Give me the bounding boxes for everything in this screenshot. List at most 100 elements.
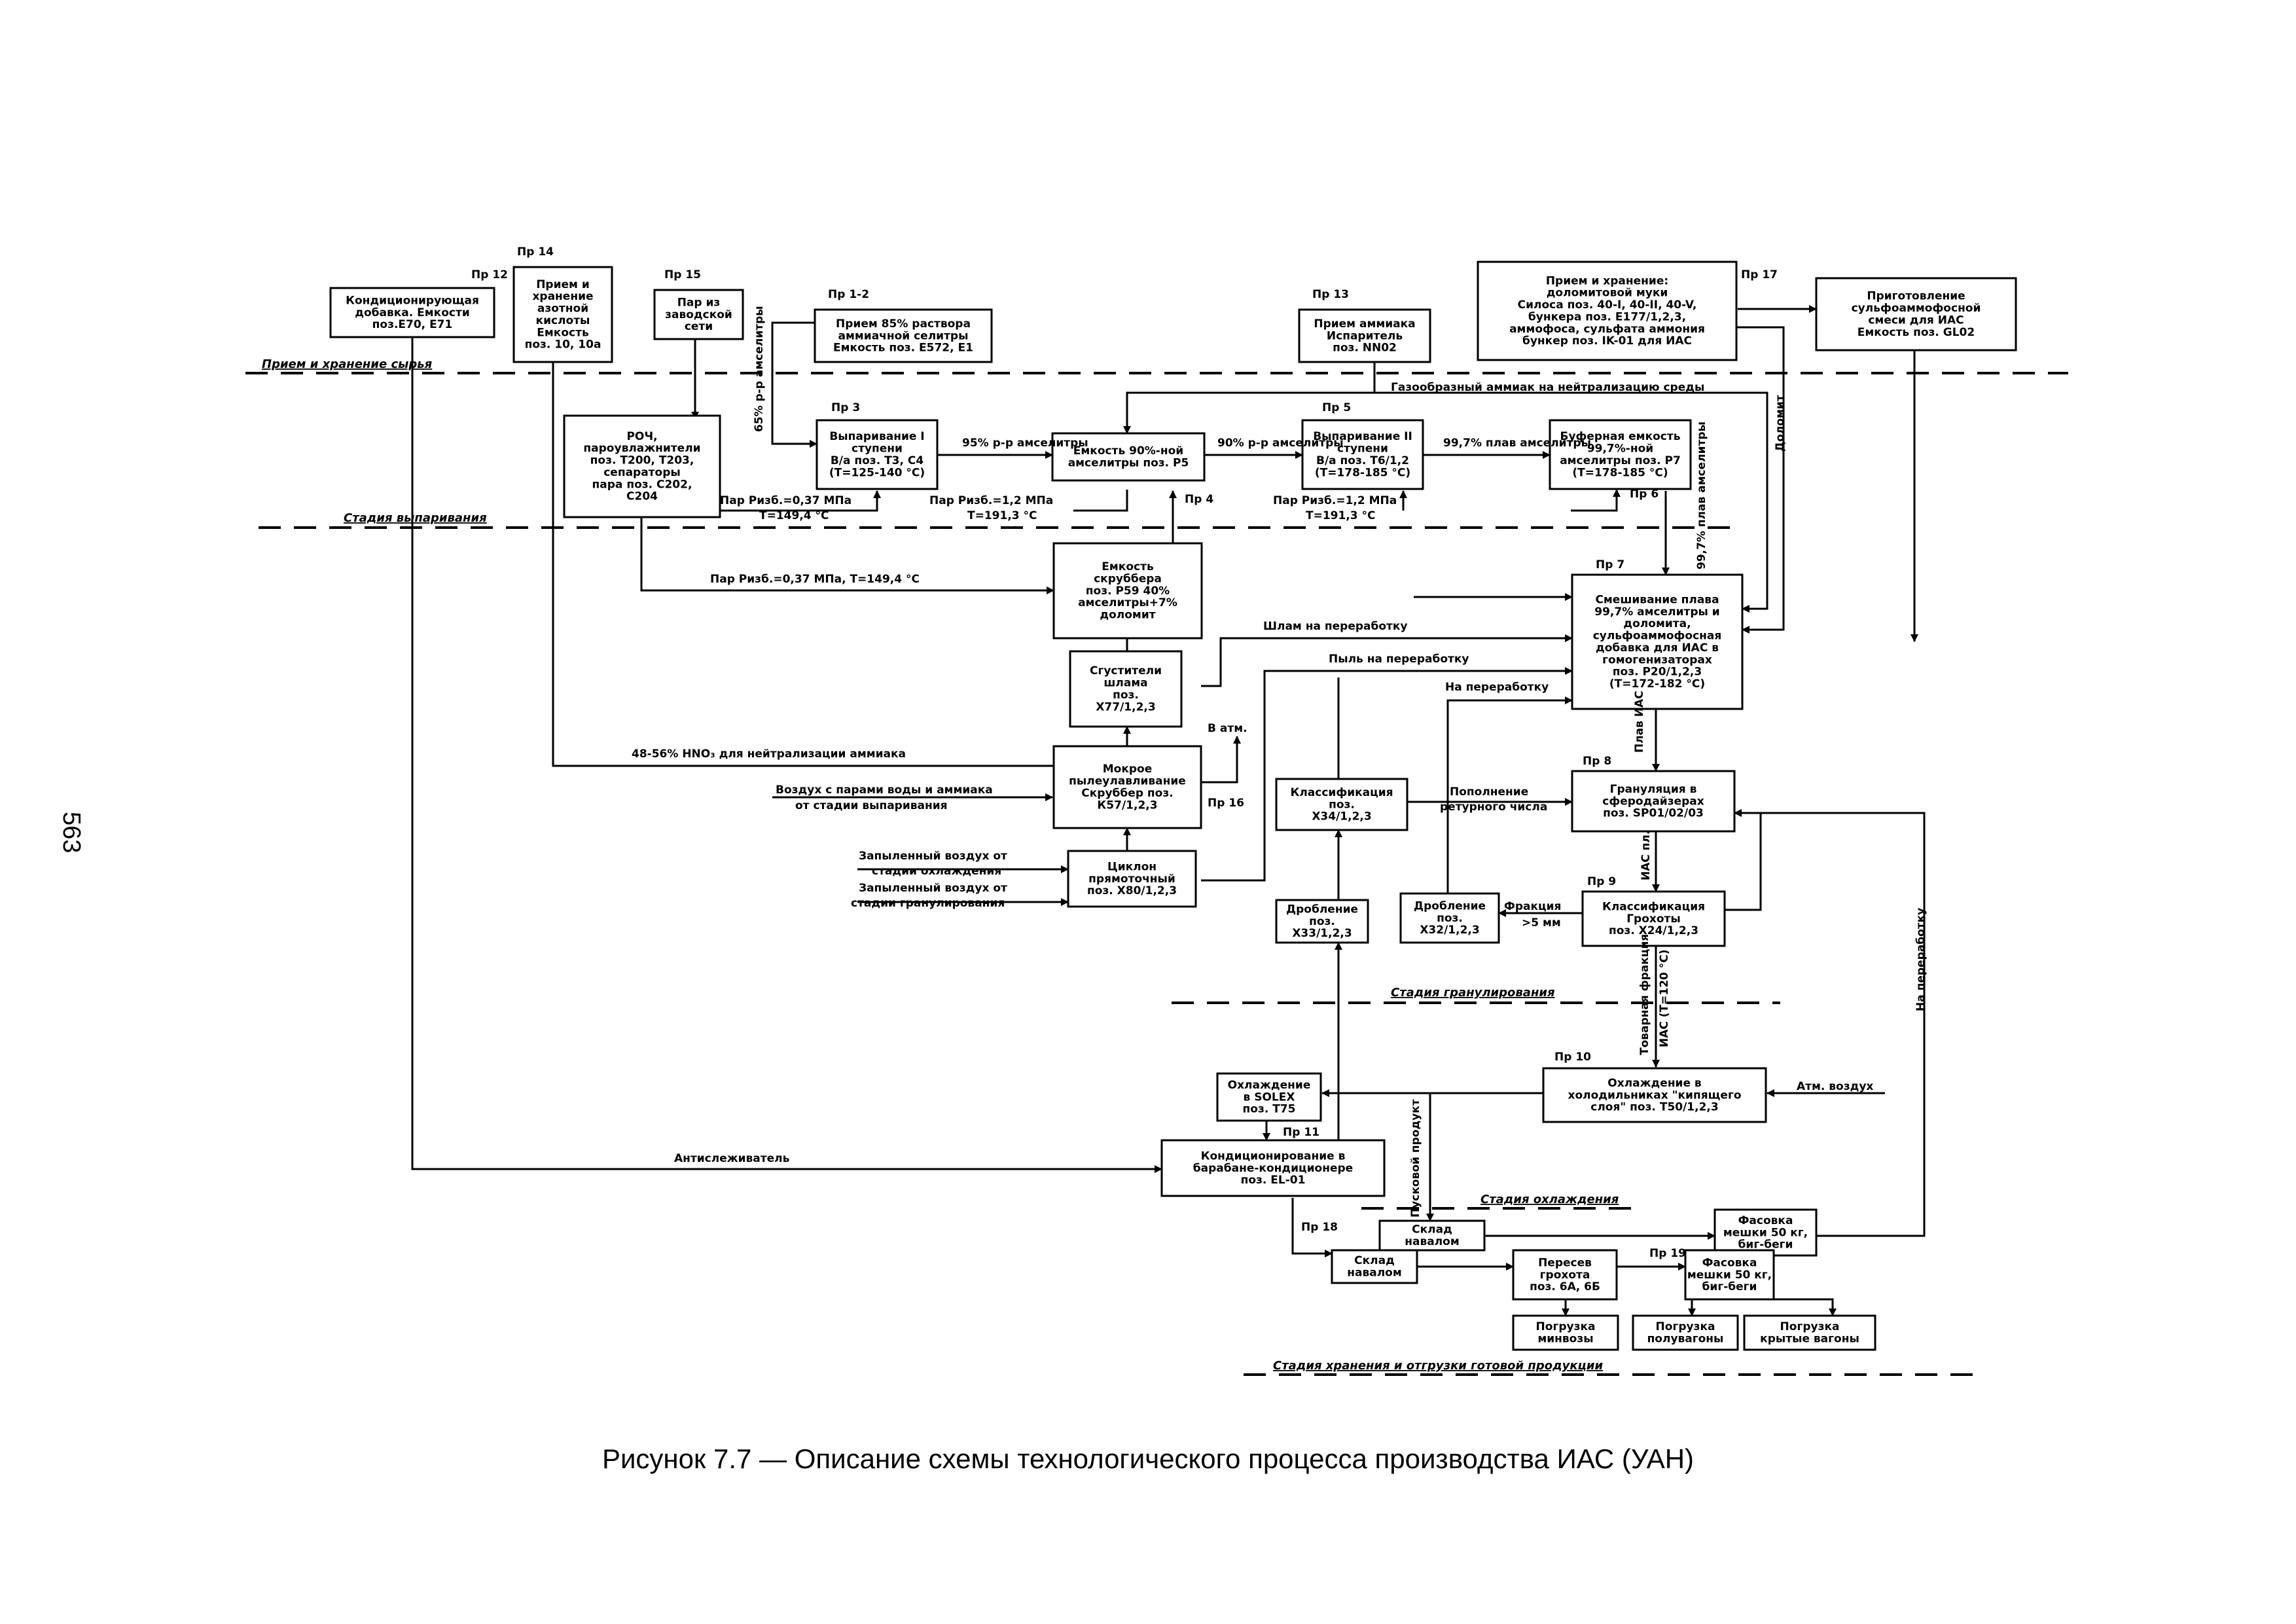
- node-tag: Пр 4: [1185, 493, 1213, 506]
- node-frame: [1275, 899, 1369, 944]
- node-text-line: Прием аммиака: [1314, 317, 1415, 331]
- node-text-line: прямоточный: [1088, 873, 1175, 886]
- node-text-line: Приготовление: [1867, 290, 1965, 303]
- node-frame: [1477, 261, 1738, 361]
- flow-label: Доломит: [1774, 395, 1787, 452]
- node-frame: [1713, 1208, 1818, 1257]
- page-number: 563: [58, 812, 85, 854]
- flow-label: >5 мм: [1522, 916, 1561, 929]
- node-text-line: Классификация: [1290, 786, 1393, 799]
- node-text-line: поз.: [1309, 915, 1335, 928]
- node-frame: [1549, 419, 1692, 490]
- flow-label: Пусковой продукт: [1409, 1099, 1422, 1218]
- node-text-line: Классификация: [1602, 900, 1705, 913]
- flow-label: Запыленный воздух от: [859, 882, 1007, 895]
- node-text-line: поз. 10, 10а: [525, 338, 601, 352]
- node-text-line: поз.: [1437, 912, 1463, 925]
- node-text-line: Кондиционирующая: [346, 294, 479, 307]
- node-text-line: грохота: [1540, 1269, 1590, 1282]
- node-text-line: доломит: [1100, 608, 1155, 621]
- node-text-line: Х34/1,2,3: [1312, 810, 1371, 823]
- node-text-line: Испаритель: [1327, 329, 1403, 342]
- node-text-line: холодильниках "кипящего: [1568, 1089, 1741, 1102]
- node-text-line: крытые вагоны: [1760, 1332, 1859, 1345]
- process-node-n14: Прием ихранениеазотнойкислотыЕмкостьпоз.…: [512, 245, 613, 363]
- flow-label: 90% р-р амселитры: [1217, 437, 1344, 450]
- flow-label: В атм.: [1208, 722, 1247, 735]
- flow-label: ИАС пл.: [1640, 831, 1653, 880]
- figure-caption: Рисунок 7.7 — Описание схемы технологиче…: [601, 1443, 1695, 1474]
- node-frame: [1512, 1314, 1619, 1351]
- node-text-line: азотной: [537, 302, 588, 316]
- flow-label: Пополнение: [1450, 785, 1528, 799]
- node-tag: Пр 10: [1554, 1051, 1591, 1064]
- node-tag: Пр 16: [1208, 797, 1244, 810]
- node-text-line: Х77/1,2,3: [1096, 700, 1155, 713]
- node-frame: [1216, 1072, 1322, 1122]
- node-text-line: амселитры поз. Р7: [1560, 454, 1681, 467]
- node-text-line: (Т=178-185 °С): [1315, 466, 1410, 479]
- node-tag: Пр 18: [1301, 1221, 1338, 1234]
- node-frame: [1581, 890, 1726, 947]
- node-tag: Пр 13: [1312, 288, 1349, 301]
- flow-label: 95% р-р амселитры: [962, 437, 1088, 450]
- node-text-line: Погрузка: [1656, 1320, 1715, 1333]
- node-text-line: поз. Р59 40%: [1086, 585, 1170, 598]
- node-tag: Пр 14: [517, 245, 554, 259]
- node-frame: [1684, 1249, 1775, 1301]
- node-text-line: сферодайзерах: [1602, 795, 1704, 808]
- node-tag: Пр 5: [1322, 401, 1351, 414]
- flow-label: Т=191,3 °С: [1306, 509, 1376, 522]
- node-tag: Пр 11: [1283, 1126, 1319, 1139]
- flow-label: стадии гранулирования: [851, 897, 1005, 910]
- node-text-line: Х33/1,2,3: [1292, 927, 1352, 940]
- node-text-line: барабане-кондиционере: [1193, 1162, 1353, 1175]
- node-text-line: навалом: [1347, 1266, 1401, 1279]
- node-text-line: аммофоса, сульфата аммония: [1509, 323, 1705, 336]
- node-frame: [1399, 892, 1500, 944]
- node-text-line: Склад: [1412, 1223, 1452, 1236]
- node-text-line: 99,7% амселитры и: [1594, 605, 1719, 619]
- node-text-line: Емкость поз. Е572, Е1: [833, 342, 973, 355]
- node-text-line: Охлаждение: [1228, 1079, 1311, 1092]
- flow-label: Товарная фракция: [1638, 934, 1651, 1055]
- node-text-line: Емкость: [537, 326, 588, 339]
- node-text-line: навалом: [1405, 1235, 1459, 1248]
- node-frame: [814, 308, 993, 363]
- node-text-line: Фасовка: [1738, 1214, 1793, 1227]
- node-tag: Пр 15: [664, 268, 701, 281]
- node-text-line: смеси для ИАС: [1868, 314, 1964, 327]
- flow-label: Запыленный воздух от: [859, 850, 1007, 863]
- node-text-line: пылеулавливание: [1069, 775, 1186, 788]
- stage-label-shipping: Стадия хранения и отгрузки готовой проду…: [1273, 1359, 1604, 1373]
- flow-label: Т=191,3 °С: [967, 509, 1037, 522]
- stage-label-granulation: Стадия гранулирования: [1391, 986, 1555, 1000]
- node-text-line: (Т=178-185 °С): [1572, 466, 1668, 479]
- flow-label: 48-56% HNO₃ для нейтрализации аммиака: [632, 748, 906, 761]
- process-node-n11: Кондиционирование вбарабане-кондиционере…: [1160, 1126, 1386, 1197]
- node-text-line: РОЧ,: [626, 430, 657, 443]
- node-frame: [1069, 650, 1183, 728]
- node-frame: [1542, 1067, 1767, 1123]
- node-text-line: Погрузка: [1780, 1320, 1840, 1333]
- stage-label-evaporation: Стадия выпаривания: [344, 511, 487, 525]
- node-text-line: Прием и: [536, 278, 590, 291]
- node-text-line: гомогенизаторах: [1602, 653, 1712, 666]
- node-frame: [1052, 745, 1202, 829]
- flow-label: Т=149,4 °С: [759, 509, 829, 522]
- node-text-line: поз. 6А, 6Б: [1530, 1280, 1600, 1293]
- flow-label: Плав ИАС: [1633, 691, 1646, 753]
- node-text-line: Емкость 90%-ной: [1073, 444, 1183, 458]
